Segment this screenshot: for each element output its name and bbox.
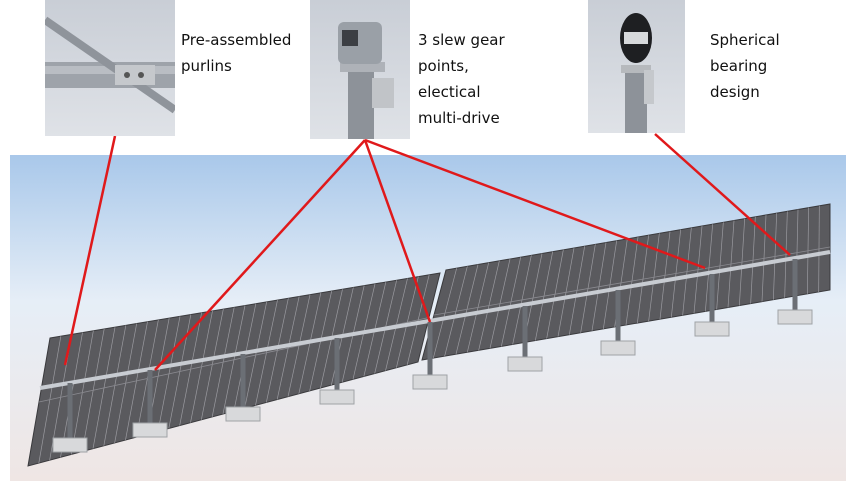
concrete-foundation: [52, 437, 88, 453]
tracker-structure: [39, 250, 831, 453]
concrete-foundation: [412, 374, 448, 390]
concrete-foundation: [600, 340, 636, 356]
concrete-foundation: [507, 356, 543, 372]
torque-tube: [39, 250, 831, 390]
concrete-foundation: [694, 321, 730, 337]
concrete-foundation: [319, 389, 355, 405]
purlin-icon: [45, 16, 175, 114]
callout-label-purlins: Pre-assembled purlins: [181, 31, 292, 75]
leader-lines: [63, 133, 791, 371]
concrete-foundation: [132, 422, 168, 438]
leader-line: [154, 139, 366, 371]
slew-gear-closeup-image: [310, 0, 410, 139]
spherical-bearing-closeup-image: [588, 0, 685, 133]
leader-line: [364, 138, 706, 270]
concrete-foundation: [225, 406, 261, 422]
purlin-closeup-image: [45, 0, 175, 136]
spherical-bearing-icon: [620, 13, 654, 133]
leader-line: [363, 139, 432, 323]
leader-line: [63, 135, 117, 366]
callout-label-spherical-bearing: Spherical bearing design: [710, 31, 780, 101]
callout-label-slew-gear: 3 slew gear points, electical multi-driv…: [418, 31, 505, 127]
leader-line: [654, 133, 791, 256]
panel-row-seam: [433, 246, 831, 316]
concrete-foundation: [777, 309, 813, 325]
slew-gear-icon: [338, 22, 394, 139]
